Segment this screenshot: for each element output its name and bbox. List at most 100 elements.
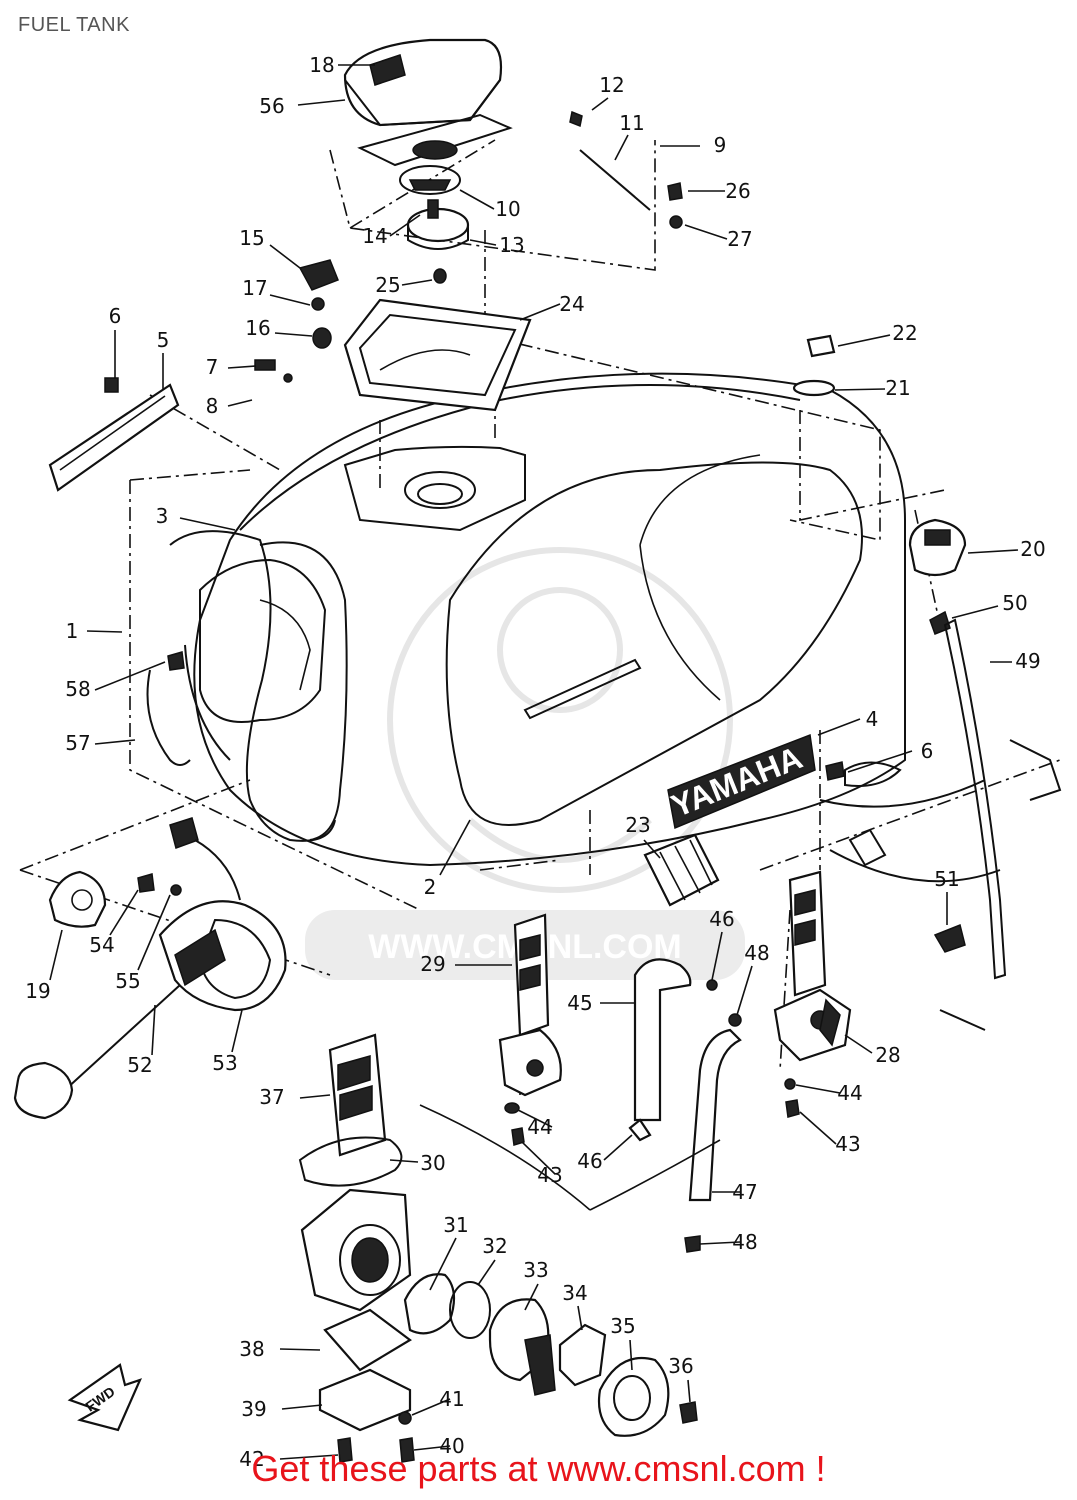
callout-leader-37 (299, 1094, 331, 1099)
callout-leader-11 (614, 134, 629, 161)
part-callout-49: 49 (1015, 649, 1040, 673)
part-callout-8: 8 (206, 394, 219, 418)
watermark: WWW.CMSNL.COM (305, 547, 745, 980)
callout-leader-48 (699, 1241, 741, 1245)
callout-leader-14 (389, 214, 421, 237)
callout-leader-25 (401, 279, 433, 286)
callout-leader-6 (847, 750, 913, 773)
callout-leader-32 (477, 1259, 496, 1286)
callout-leader-30 (389, 1159, 419, 1163)
part-callout-2: 2 (424, 875, 437, 899)
part-callout-54: 54 (89, 933, 114, 957)
part-callout-13: 13 (499, 233, 524, 257)
part-callout-53: 53 (212, 1051, 237, 1075)
part-callout-44: 44 (527, 1115, 552, 1139)
callout-leader-56 (297, 99, 346, 106)
callout-leader-12 (591, 97, 609, 111)
callout-leader-48 (736, 965, 753, 1016)
callout-leader-2 (439, 819, 471, 876)
part-callout-55: 55 (115, 969, 140, 993)
part-callout-37: 37 (259, 1085, 284, 1109)
part-callout-57: 57 (65, 731, 90, 755)
callout-leader-3 (179, 517, 236, 531)
part-callout-47: 47 (732, 1180, 757, 1204)
callout-leader-34 (577, 1305, 583, 1331)
callout-leader-43 (799, 1111, 837, 1145)
callout-leader-1 (86, 630, 123, 633)
callout-leader-7 (227, 365, 257, 369)
part-callout-52: 52 (127, 1053, 152, 1077)
part-callout-1: 1 (66, 619, 79, 643)
part-callout-51: 51 (934, 867, 959, 891)
part-callout-6: 6 (921, 739, 934, 763)
callout-leader-38 (279, 1348, 321, 1351)
fuel-cock-lower (298, 1033, 721, 1463)
callout-leader-39 (281, 1404, 323, 1410)
callout-leader-19 (49, 929, 63, 981)
callout-leader-20 (967, 549, 1019, 554)
part-callout-40: 40 (439, 1434, 464, 1458)
callout-leader-16 (274, 332, 313, 337)
callout-leader-22 (837, 334, 891, 347)
part-callout-29: 29 (420, 952, 445, 976)
part-callout-5: 5 (157, 328, 170, 352)
part-callout-46: 46 (577, 1149, 602, 1173)
part-callout-14: 14 (362, 224, 387, 248)
fuel-cock-right (773, 870, 852, 1118)
part-callout-17: 17 (242, 276, 267, 300)
part-callout-3: 3 (156, 504, 169, 528)
part-callout-39: 39 (241, 1397, 266, 1421)
callout-leader-42 (279, 1454, 339, 1460)
part-callout-11: 11 (619, 111, 644, 135)
callout-leader-54 (109, 889, 139, 936)
callout-leader-57 (94, 739, 136, 745)
callout-leader-15 (269, 244, 301, 269)
part-callout-25: 25 (375, 273, 400, 297)
callout-leader-43 (521, 1141, 556, 1175)
fuel-sender-assembly (13, 817, 287, 1120)
part-callout-33: 33 (523, 1258, 548, 1282)
callout-leader-55 (137, 894, 171, 971)
callout-leader-21 (834, 388, 886, 391)
part-callout-7: 7 (206, 355, 219, 379)
callout-leader-23 (643, 839, 661, 859)
part-callout-34: 34 (562, 1281, 587, 1305)
callout-leader-40 (413, 1445, 451, 1451)
part-callout-23: 23 (625, 813, 650, 837)
fuel-cap-assembly (48, 38, 1007, 980)
part-callout-20: 20 (1020, 537, 1045, 561)
part-callout-30: 30 (420, 1151, 445, 1175)
part-callout-32: 32 (482, 1234, 507, 1258)
part-callout-15: 15 (239, 226, 264, 250)
part-callout-38: 38 (239, 1337, 264, 1361)
part-callout-18: 18 (309, 53, 334, 77)
callout-leader-13 (469, 239, 497, 246)
part-callout-43: 43 (537, 1163, 562, 1187)
callout-leader-8 (227, 399, 253, 407)
callout-leader-4 (817, 718, 861, 736)
part-callout-27: 27 (727, 227, 752, 251)
part-callout-4: 4 (866, 707, 879, 731)
fwd-arrow-icon: FWD (67, 1363, 143, 1432)
callout-leader-46 (603, 1134, 633, 1161)
part-callout-9: 9 (714, 133, 727, 157)
part-callout-10: 10 (495, 197, 520, 221)
part-callout-19: 19 (25, 979, 50, 1003)
part-callout-36: 36 (668, 1354, 693, 1378)
part-callout-44: 44 (837, 1081, 862, 1105)
callout-leader-35 (629, 1339, 633, 1371)
callout-leader-41 (411, 1398, 451, 1416)
callout-leader-50 (951, 605, 999, 619)
callout-leader-28 (844, 1034, 873, 1054)
part-callout-24: 24 (559, 292, 584, 316)
part-callout-35: 35 (610, 1314, 635, 1338)
part-callout-41: 41 (439, 1387, 464, 1411)
callout-leader-36 (687, 1379, 691, 1403)
callout-leader-31 (429, 1237, 457, 1291)
part-callout-43: 43 (835, 1132, 860, 1156)
part-callout-22: 22 (892, 321, 917, 345)
part-callout-58: 58 (65, 677, 90, 701)
part-callout-46: 46 (709, 907, 734, 931)
cmsnl-footer-link[interactable]: Get these parts at www.cmsnl.com ! (251, 1448, 826, 1489)
